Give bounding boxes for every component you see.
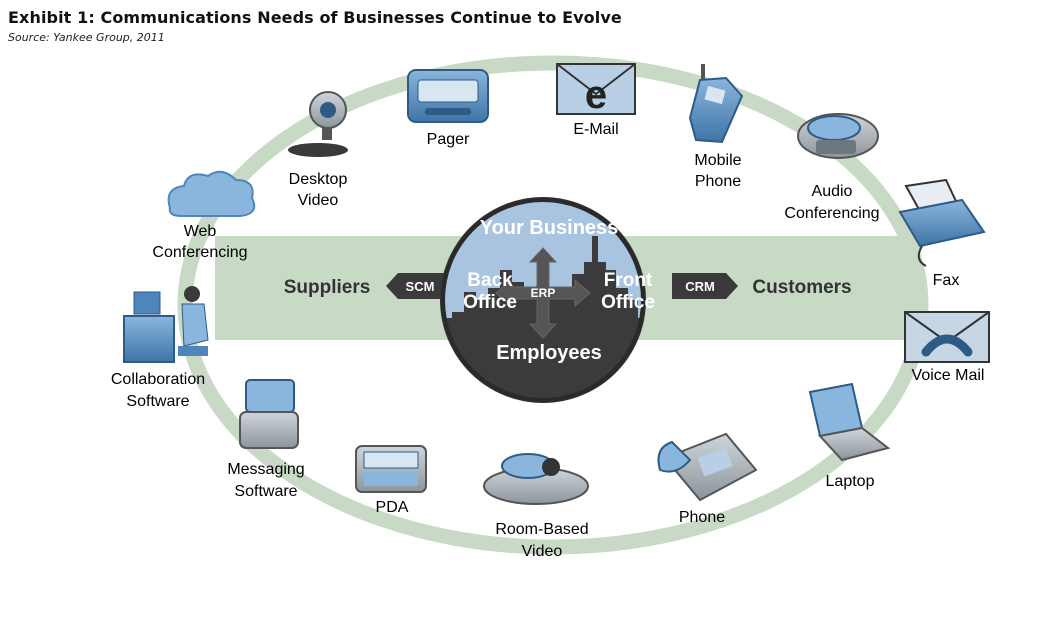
- handheld-messenger-icon: [239, 379, 299, 449]
- exhibit-source: Source: Yankee Group, 2011: [8, 31, 165, 44]
- device-label-room-based-video-1: Room-Based: [495, 521, 588, 538]
- device-label-collaboration-software-1: Collaboration: [111, 371, 205, 388]
- device-label-collaboration-software-2: Software: [126, 393, 189, 410]
- device-label-desktop-video-1: Desktop: [289, 171, 348, 188]
- device-label-mobile-phone-2: Phone: [695, 173, 741, 190]
- email-icon: e: [556, 63, 636, 117]
- fax-icon: [898, 178, 986, 267]
- suppliers-label: Suppliers: [284, 277, 371, 298]
- device-label-pda: PDA: [376, 499, 409, 516]
- back-office-line-2: Office: [463, 292, 517, 313]
- customers-label: Customers: [752, 277, 851, 298]
- front-office-line-2: Office: [601, 292, 655, 313]
- pager-icon: [407, 69, 489, 123]
- pda-icon: [355, 445, 427, 493]
- device-label-messaging-software-1: Messaging: [227, 461, 304, 478]
- device-label-audio-conferencing-2: Conferencing: [784, 205, 879, 222]
- device-label-desktop-video-2: Video: [298, 192, 339, 209]
- workstation-user-icon: [123, 286, 209, 363]
- scm-label: SCM: [406, 279, 435, 294]
- business-hub: ERP Your Business Employees Back Office …: [440, 197, 655, 403]
- device-label-phone: Phone: [679, 509, 725, 526]
- device-label-email: E-Mail: [573, 121, 618, 138]
- video-conference-camera-icon: [483, 453, 589, 505]
- mobile-phone-icon: [688, 64, 744, 144]
- hub-title: Your Business: [480, 217, 619, 239]
- device-label-web-conferencing-1: Web: [184, 223, 217, 240]
- crm-arrow: CRM: [672, 273, 738, 299]
- device-label-fax: Fax: [933, 272, 960, 289]
- device-label-laptop: Laptop: [826, 473, 875, 490]
- device-label-pager: Pager: [427, 131, 470, 148]
- device-label-room-based-video-2: Video: [522, 543, 563, 560]
- laptop-icon: [808, 382, 891, 462]
- device-label-messaging-software-2: Software: [234, 483, 297, 500]
- device-label-mobile-phone-1: Mobile: [694, 152, 741, 169]
- speakerphone-icon: [797, 113, 879, 159]
- cloud-icon: [167, 170, 256, 217]
- erp-label: ERP: [531, 286, 556, 300]
- webcam-icon: [288, 91, 348, 157]
- exhibit-title: Exhibit 1: Communications Needs of Busin…: [8, 8, 622, 27]
- hub-bottom-label: Employees: [496, 342, 602, 364]
- crm-label: CRM: [685, 279, 715, 294]
- voicemail-envelope-icon: [904, 311, 990, 363]
- device-label-web-conferencing-2: Conferencing: [152, 244, 247, 261]
- erp-cross-icon: [495, 247, 591, 339]
- front-office-line-1: Front: [604, 270, 653, 291]
- svg-text:e: e: [585, 73, 607, 117]
- device-label-audio-conferencing-1: Audio: [812, 183, 853, 200]
- scm-arrow: SCM: [386, 273, 450, 299]
- device-label-voice-mail: Voice Mail: [912, 367, 985, 384]
- desk-phone-icon: [657, 432, 758, 502]
- back-office-line-1: Back: [467, 270, 513, 291]
